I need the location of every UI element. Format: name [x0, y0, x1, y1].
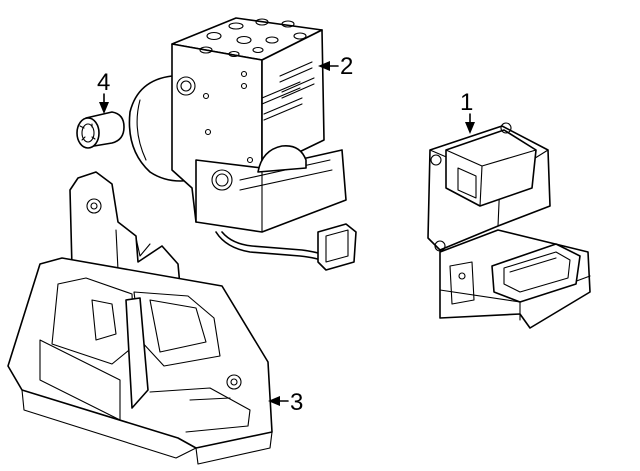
- callout-3-label: 3: [290, 389, 303, 416]
- callout-3: 3: [268, 389, 303, 416]
- callout-4-label: 4: [97, 69, 110, 96]
- part-1-control-module[interactable]: [427, 122, 591, 329]
- callout-1-label: 1: [460, 89, 473, 116]
- callout-1: 1: [460, 89, 475, 134]
- callout-2: 2: [318, 53, 353, 80]
- part-3-bracket[interactable]: [7, 171, 273, 465]
- callout-2-label: 2: [340, 53, 353, 80]
- callout-4: 4: [97, 69, 110, 114]
- part-4-sleeve[interactable]: [76, 111, 125, 149]
- part-2-modulator[interactable]: [128, 17, 357, 271]
